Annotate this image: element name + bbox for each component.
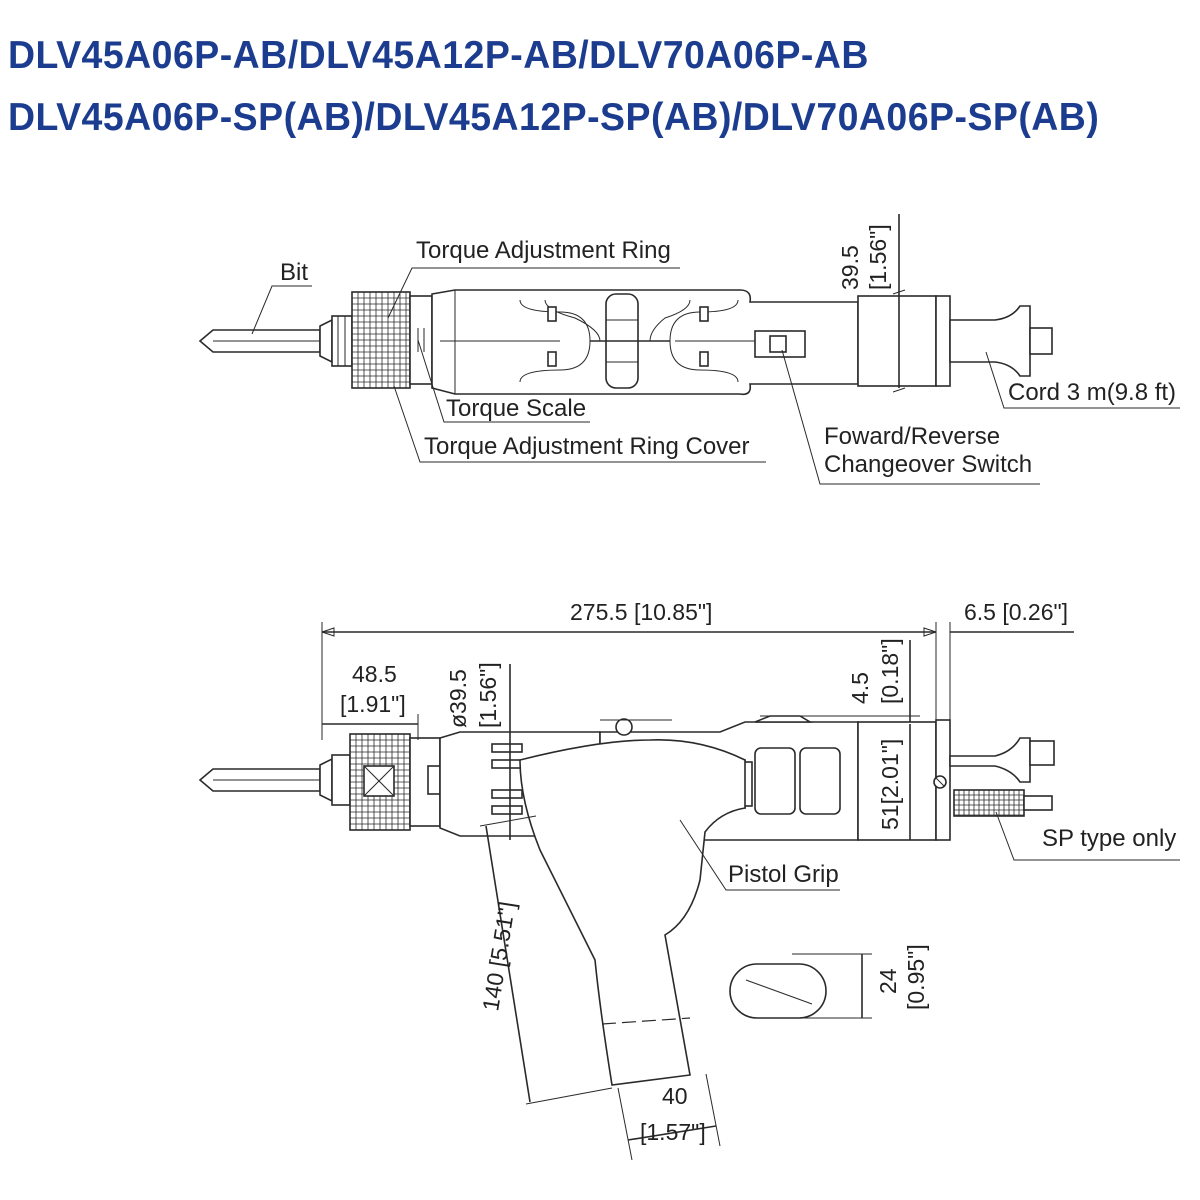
- label-torque-adjustment-ring: Torque Adjustment Ring: [416, 237, 671, 264]
- torque-ring-drawing: [351, 291, 433, 389]
- cord-drawing-top: [949, 305, 1053, 377]
- driver-body-top: [431, 289, 951, 396]
- dim-diameter-in: [1.56"]: [475, 662, 501, 728]
- bit-drawing-side: [198, 768, 321, 792]
- dim-grip-thickness-in: [0.95"]: [903, 944, 929, 1010]
- label-sp-type-only: SP type only: [1042, 825, 1176, 852]
- height-dim-in: [1.56"]: [865, 224, 891, 290]
- torque-ring-side: [349, 733, 441, 831]
- model-title-line-1: DLV45A06P-AB/DLV45A12P-AB/DLV70A06P-AB: [8, 34, 869, 77]
- dim-offset-mm: 4.5: [847, 672, 873, 704]
- top-view-drawing: 39.5 [1.56"] Bit Torque Adjustment Ring …: [198, 214, 1180, 485]
- label-cord: Cord 3 m(9.8 ft): [1008, 379, 1176, 406]
- dim-diameter-mm: ø39.5: [445, 669, 471, 728]
- label-switch-line-2: Changeover Switch: [824, 451, 1032, 478]
- pistol-grip-drawing: [519, 719, 746, 1086]
- dim-nose-mm: 48.5: [352, 661, 397, 687]
- label-bit: Bit: [280, 259, 308, 286]
- dim-grip-thickness-mm: 24: [875, 968, 901, 994]
- dim-nose-in: [1.91"]: [340, 691, 406, 717]
- side-view-drawing: 275.5 [10.85"] 6.5 [0.26"] 48.5 [1.91"] …: [198, 599, 1180, 1161]
- cord-drawing-side: [949, 737, 1055, 817]
- dim-offset-in: [0.18"]: [877, 638, 903, 704]
- model-title-line-2: DLV45A06P-SP(AB)/DLV45A12P-SP(AB)/DLV70A…: [8, 96, 1100, 139]
- dim-overall-length: 275.5 [10.85"]: [570, 599, 712, 625]
- bit-drawing: [198, 329, 321, 353]
- dim-tail-length: 6.5 [0.26"]: [964, 599, 1068, 625]
- dim-grip-width-in: [1.57"]: [640, 1119, 706, 1145]
- label-torque-scale: Torque Scale: [446, 395, 586, 422]
- chuck-drawing: [319, 315, 353, 367]
- chuck-drawing-side: [319, 754, 351, 806]
- dim-grip-width-mm: 40: [662, 1083, 688, 1109]
- label-torque-adjustment-ring-cover: Torque Adjustment Ring Cover: [424, 433, 750, 460]
- height-dim-mm: 39.5: [837, 245, 863, 290]
- label-pistol-grip: Pistol Grip: [728, 861, 839, 888]
- grip-cross-section: [729, 963, 827, 1019]
- label-switch-line-1: Foward/Reverse: [824, 423, 1000, 450]
- dim-body-height: 51[2.01"]: [877, 739, 903, 830]
